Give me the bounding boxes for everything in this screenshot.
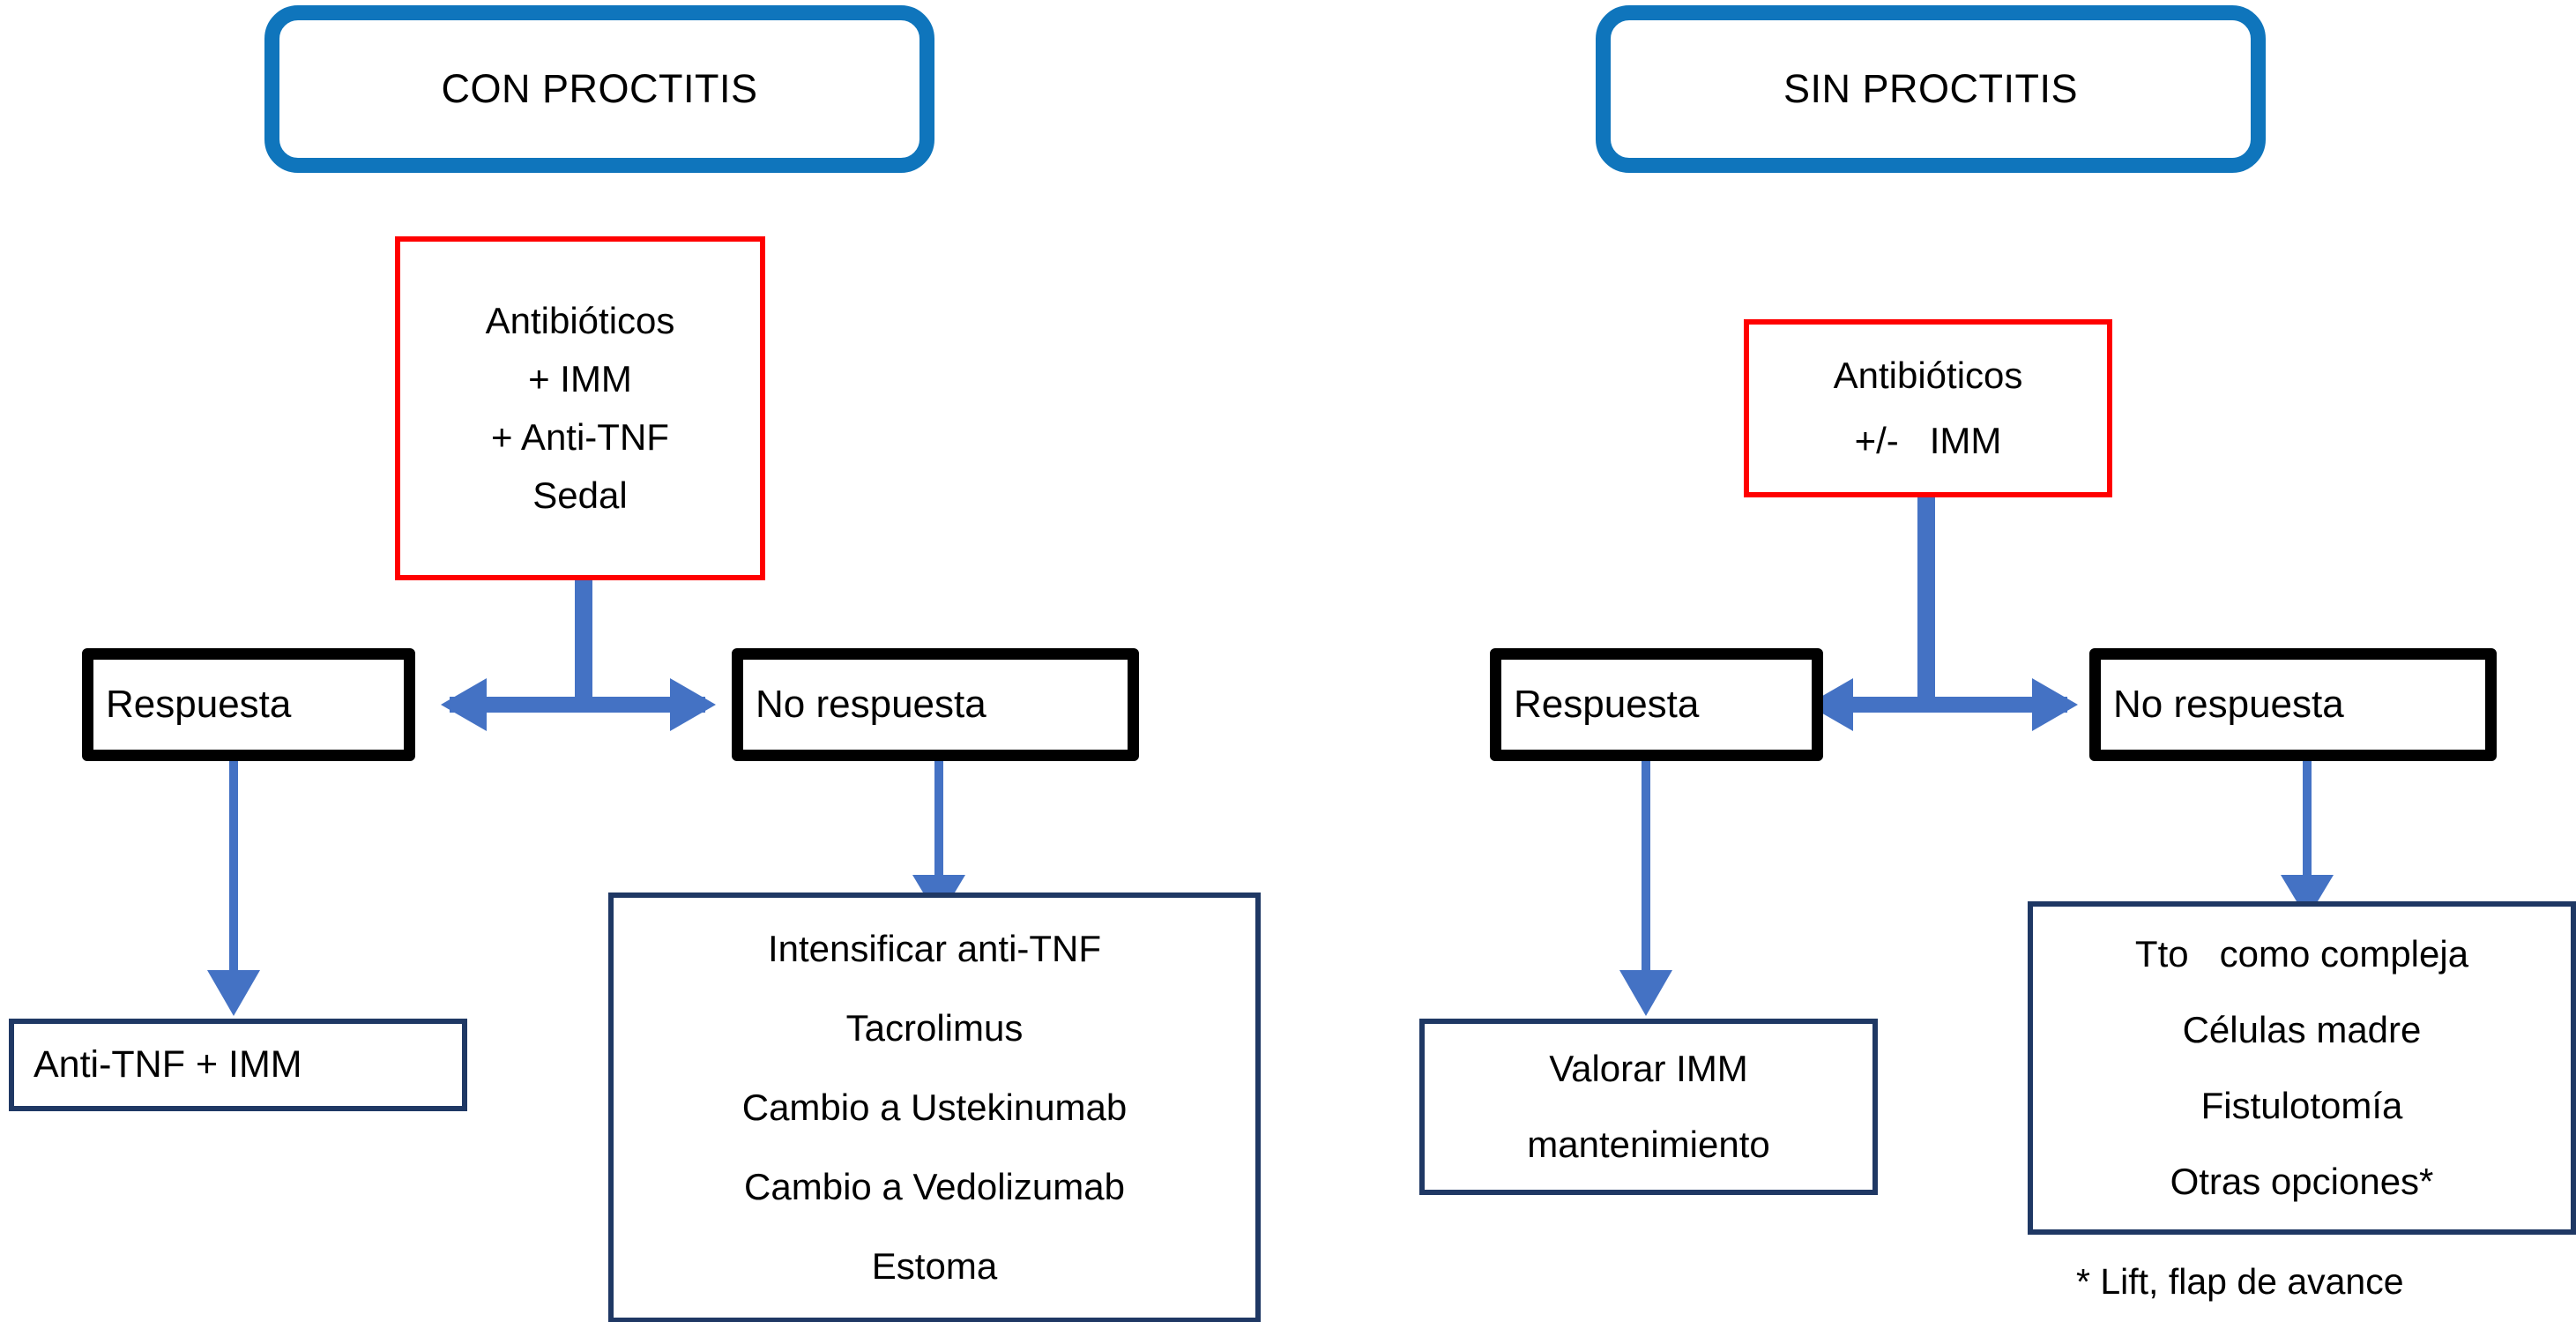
outcome-valorar-imm-line-1: Valorar IMM bbox=[1549, 1048, 1748, 1089]
treatment-right-line-1: Antibióticos bbox=[1833, 355, 2023, 396]
outcome-options-left-line-3: Cambio a Ustekinumab bbox=[741, 1087, 1128, 1128]
outcome-options-left-line-1: Intensificar anti-TNF bbox=[767, 928, 1102, 969]
decision-no-respuesta-left-label: No respuesta bbox=[756, 683, 986, 726]
outcome-options-right-line-4: Otras opciones* bbox=[2170, 1161, 2434, 1202]
decision-no-respuesta-left[interactable]: No respuesta bbox=[732, 648, 1139, 761]
treatment-right-line-2: +/- IMM bbox=[1854, 420, 2002, 461]
treatment-box-left[interactable]: Antibióticos + IMM + Anti-TNF Sedal bbox=[395, 236, 765, 580]
right-no-arrow bbox=[2281, 760, 2334, 919]
outcome-options-left-line-5: Estoma bbox=[871, 1245, 998, 1287]
outcome-anti-tnf-imm-line-1: Anti-TNF + IMM bbox=[34, 1043, 302, 1086]
treatment-left-line-1: Antibióticos bbox=[485, 300, 675, 341]
outcome-valorar-imm-line-2: mantenimiento bbox=[1527, 1124, 1770, 1165]
decision-respuesta-left[interactable]: Respuesta bbox=[82, 648, 415, 761]
footnote-lift-flap: * Lift, flap de avance bbox=[2076, 1261, 2404, 1302]
decision-respuesta-right[interactable]: Respuesta bbox=[1490, 648, 1823, 761]
header-sin-proctitis[interactable]: SIN PROCTITIS bbox=[1596, 5, 2266, 173]
header-con-proctitis-label: CON PROCTITIS bbox=[441, 66, 758, 111]
outcome-anti-tnf-imm[interactable]: Anti-TNF + IMM bbox=[9, 1019, 467, 1111]
outcome-options-right[interactable]: Tto como compleja Células madre Fistulot… bbox=[2028, 901, 2576, 1235]
right-yes-arrow bbox=[1619, 760, 1672, 1016]
header-con-proctitis[interactable]: CON PROCTITIS bbox=[264, 5, 934, 173]
treatment-left-line-2: + IMM bbox=[528, 358, 632, 400]
treatment-left-line-3: + Anti-TNF bbox=[491, 416, 669, 458]
left-split-connector bbox=[441, 578, 716, 731]
outcome-options-left-line-4: Cambio a Vedolizumab bbox=[744, 1166, 1125, 1207]
right-split-connector bbox=[1807, 494, 2078, 731]
outcome-options-left[interactable]: Intensificar anti-TNF Tacrolimus Cambio … bbox=[608, 893, 1261, 1322]
treatment-box-right[interactable]: Antibióticos +/- IMM bbox=[1744, 319, 2112, 497]
decision-no-respuesta-right[interactable]: No respuesta bbox=[2089, 648, 2497, 761]
decision-no-respuesta-right-label: No respuesta bbox=[2113, 683, 2344, 726]
outcome-options-right-line-2: Células madre bbox=[2182, 1009, 2422, 1050]
decision-respuesta-right-label: Respuesta bbox=[1514, 683, 1700, 726]
outcome-valorar-imm[interactable]: Valorar IMM mantenimiento bbox=[1419, 1019, 1878, 1195]
treatment-left-line-4: Sedal bbox=[532, 474, 628, 516]
header-sin-proctitis-label: SIN PROCTITIS bbox=[1783, 66, 2079, 111]
decision-respuesta-left-label: Respuesta bbox=[106, 683, 292, 726]
outcome-options-right-line-1: Tto como compleja bbox=[2134, 933, 2469, 975]
outcome-options-left-line-2: Tacrolimus bbox=[845, 1007, 1024, 1049]
left-yes-arrow bbox=[207, 760, 260, 1016]
outcome-options-right-line-3: Fistulotomía bbox=[2200, 1085, 2403, 1126]
